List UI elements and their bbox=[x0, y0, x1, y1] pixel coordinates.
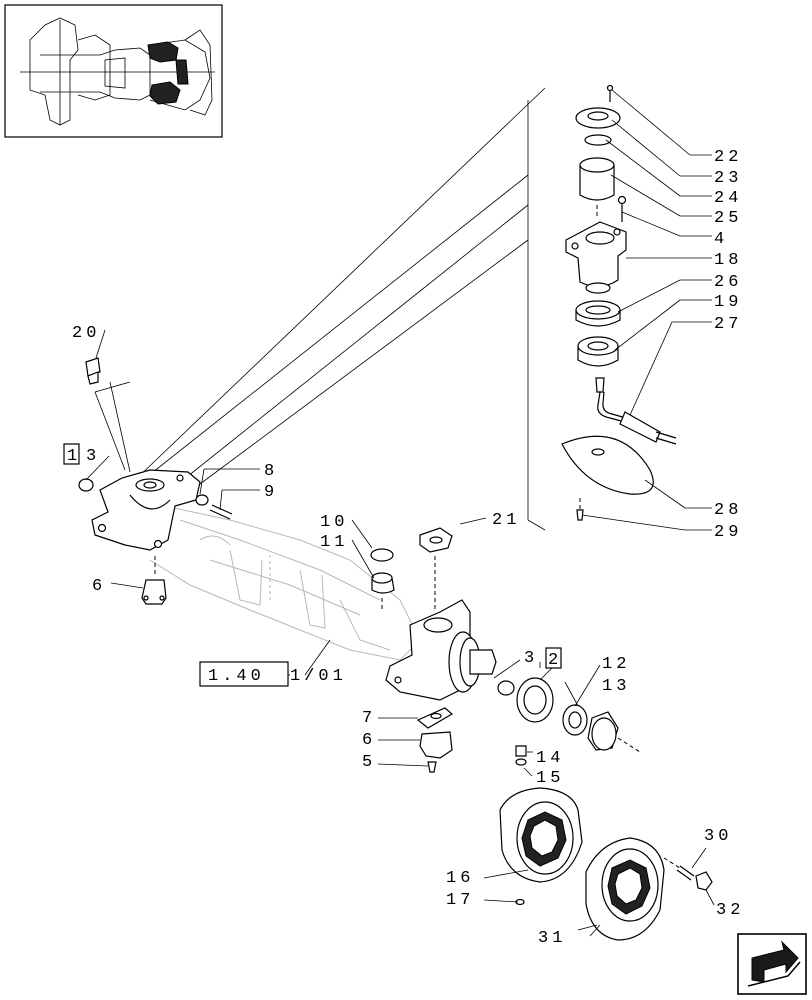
callout-32: 32 bbox=[716, 901, 744, 920]
callout-19: 19 bbox=[714, 293, 742, 312]
callout-23: 23 bbox=[714, 169, 742, 188]
callout-3-right: 3 bbox=[524, 649, 538, 668]
callout-leaders-left bbox=[85, 329, 715, 937]
callout-17: 17 bbox=[446, 891, 474, 910]
callout-labels: 22 23 24 25 4 18 26 19 27 28 29 20 1 3 8… bbox=[67, 148, 744, 948]
callout-9: 9 bbox=[264, 483, 278, 502]
callout-12: 12 bbox=[602, 655, 630, 674]
callout-26: 26 bbox=[714, 273, 742, 292]
callout-31: 31 bbox=[538, 929, 566, 948]
callout-8: 8 bbox=[264, 462, 278, 481]
callout-box-2 bbox=[545, 647, 562, 669]
callout-22: 22 bbox=[714, 148, 742, 167]
reference-callout[interactable]: 1.40 1/01 bbox=[199, 661, 347, 687]
callout-20: 20 bbox=[72, 324, 100, 343]
callout-2: 2 bbox=[548, 651, 562, 670]
callout-13: 13 bbox=[602, 677, 630, 696]
assembly-leader-lines bbox=[132, 87, 546, 531]
callout-box-1 bbox=[63, 443, 80, 465]
callout-15: 15 bbox=[536, 769, 564, 788]
callout-1: 1 bbox=[67, 447, 81, 466]
left-steering-knuckle bbox=[78, 357, 233, 605]
right-steering-knuckle bbox=[370, 527, 641, 773]
callout-7: 7 bbox=[362, 709, 376, 728]
callout-29: 29 bbox=[714, 523, 742, 542]
planetary-carrier bbox=[499, 787, 583, 906]
callout-28: 28 bbox=[714, 501, 742, 520]
axle-housing-ghost bbox=[149, 504, 421, 661]
axle-overview-thumbnail[interactable] bbox=[4, 4, 223, 138]
callout-25: 25 bbox=[714, 209, 742, 228]
callout-leaders-right bbox=[581, 89, 712, 531]
reference-suffix-label: 1/01 bbox=[290, 667, 347, 686]
callout-16: 16 bbox=[446, 869, 474, 888]
reference-box-label: 1.40 bbox=[208, 667, 265, 686]
sensor-assembly bbox=[561, 84, 677, 521]
hub-cover bbox=[585, 837, 713, 941]
callout-10: 10 bbox=[320, 513, 348, 532]
callout-6-right: 6 bbox=[362, 731, 376, 750]
callout-5: 5 bbox=[362, 753, 376, 772]
callout-11: 11 bbox=[320, 533, 348, 552]
callout-6-left: 6 bbox=[92, 577, 106, 596]
next-page-arrow-icon[interactable] bbox=[737, 933, 807, 995]
callout-14: 14 bbox=[536, 749, 564, 768]
callout-18: 18 bbox=[714, 251, 742, 270]
callout-24: 24 bbox=[714, 189, 742, 208]
callout-27: 27 bbox=[714, 315, 742, 334]
callout-4: 4 bbox=[714, 230, 728, 249]
callout-3-left: 3 bbox=[86, 447, 100, 466]
callout-30: 30 bbox=[704, 827, 732, 846]
callout-21: 21 bbox=[492, 511, 520, 530]
